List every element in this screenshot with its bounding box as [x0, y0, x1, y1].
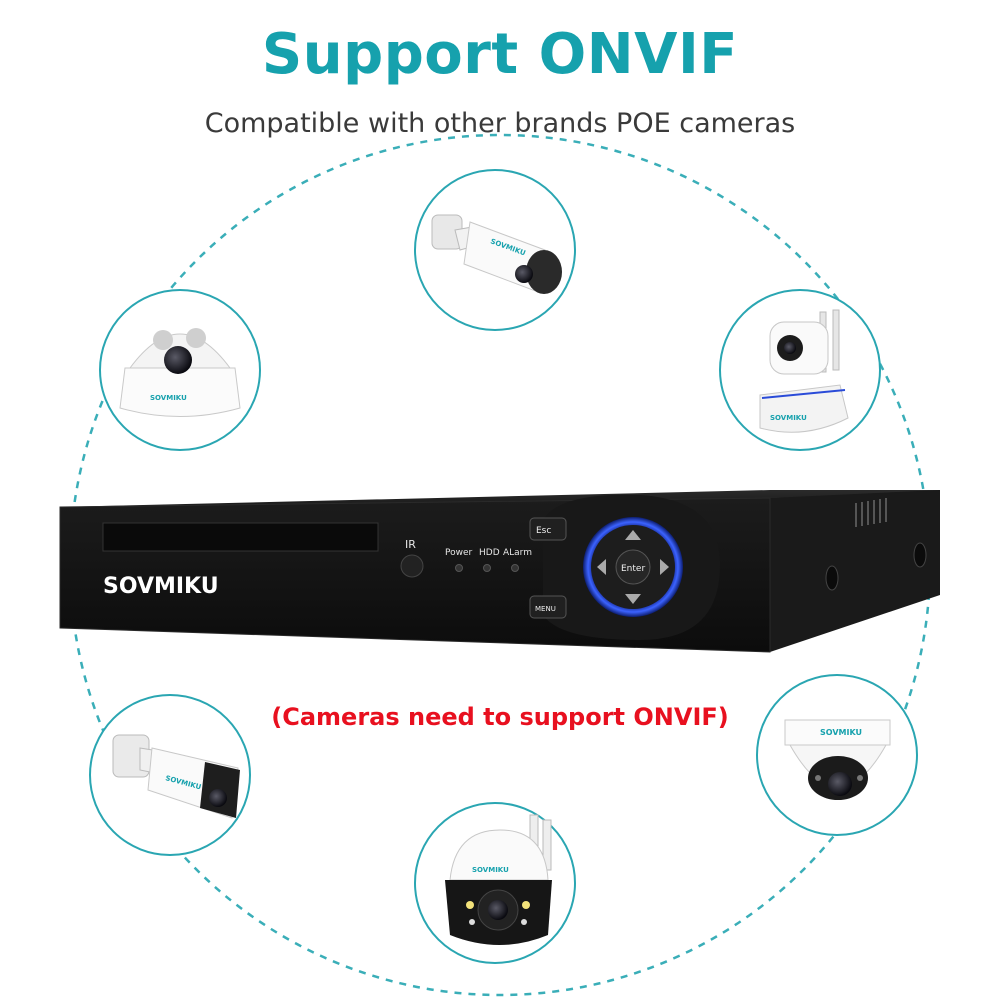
- page-subtitle: Compatible with other brands POE cameras: [204, 108, 796, 139]
- onvif-requirement-note: (Cameras need to support ONVIF): [271, 703, 729, 731]
- bullet-camera-top: SOVMIKU: [414, 169, 576, 331]
- svg-text:MENU: MENU: [535, 605, 556, 613]
- bullet-camera-icon: SOVMIKU: [112, 734, 240, 819]
- navigation-dial[interactable]: Enter: [583, 517, 683, 617]
- side-vents: [855, 498, 887, 527]
- page-title: Support ONVIF: [261, 22, 739, 87]
- pan-tilt-camera-icon: SOVMIKU: [759, 309, 849, 433]
- svg-text:Enter: Enter: [621, 564, 645, 574]
- indicator-hdd-label: HDD: [479, 548, 500, 558]
- esc-button[interactable]: Esc: [529, 517, 567, 541]
- svg-text:SOVMIKU: SOVMIKU: [770, 414, 807, 422]
- arrow-up-icon: [625, 530, 641, 540]
- dome-camera-bottom-right: SOVMIKU: [756, 674, 918, 836]
- hdd-led: [483, 564, 491, 572]
- ptz-camera-bottom: SOVMIKU: [414, 802, 576, 964]
- ir-sensor: [400, 554, 424, 578]
- alarm-led: [511, 564, 519, 572]
- menu-button[interactable]: MENU: [529, 595, 567, 619]
- enter-button[interactable]: [615, 549, 651, 585]
- arrow-left-icon: [597, 559, 606, 575]
- svg-text:SOVMIKU: SOVMIKU: [150, 394, 187, 402]
- dome-camera-icon: SOVMIKU: [784, 719, 891, 800]
- nvr-recorder: SOVMIKU IR Power HDD ALarm Esc MENU: [59, 490, 940, 653]
- nvr-brand: SOVMIKU: [103, 574, 219, 599]
- indicator-alarm-label: ALarm: [503, 548, 532, 558]
- arrow-right-icon: [660, 559, 669, 575]
- bullet-camera-bottom-left: SOVMIKU: [89, 694, 251, 856]
- svg-text:SOVMIKU: SOVMIKU: [820, 728, 862, 737]
- pan-tilt-camera-right: SOVMIKU: [719, 289, 881, 451]
- indicator-power-label: Power: [445, 548, 473, 558]
- ptz-camera-icon: SOVMIKU: [445, 814, 552, 945]
- dome-camera-icon: SOVMIKU: [119, 328, 241, 417]
- dome-camera-left: SOVMIKU: [99, 289, 261, 451]
- arrow-down-icon: [625, 594, 641, 604]
- bullet-camera-icon: SOVMIKU: [431, 214, 562, 294]
- svg-text:SOVMIKU: SOVMIKU: [472, 866, 509, 874]
- power-led: [455, 564, 463, 572]
- ir-label: IR: [405, 538, 416, 551]
- svg-text:Esc: Esc: [536, 526, 551, 536]
